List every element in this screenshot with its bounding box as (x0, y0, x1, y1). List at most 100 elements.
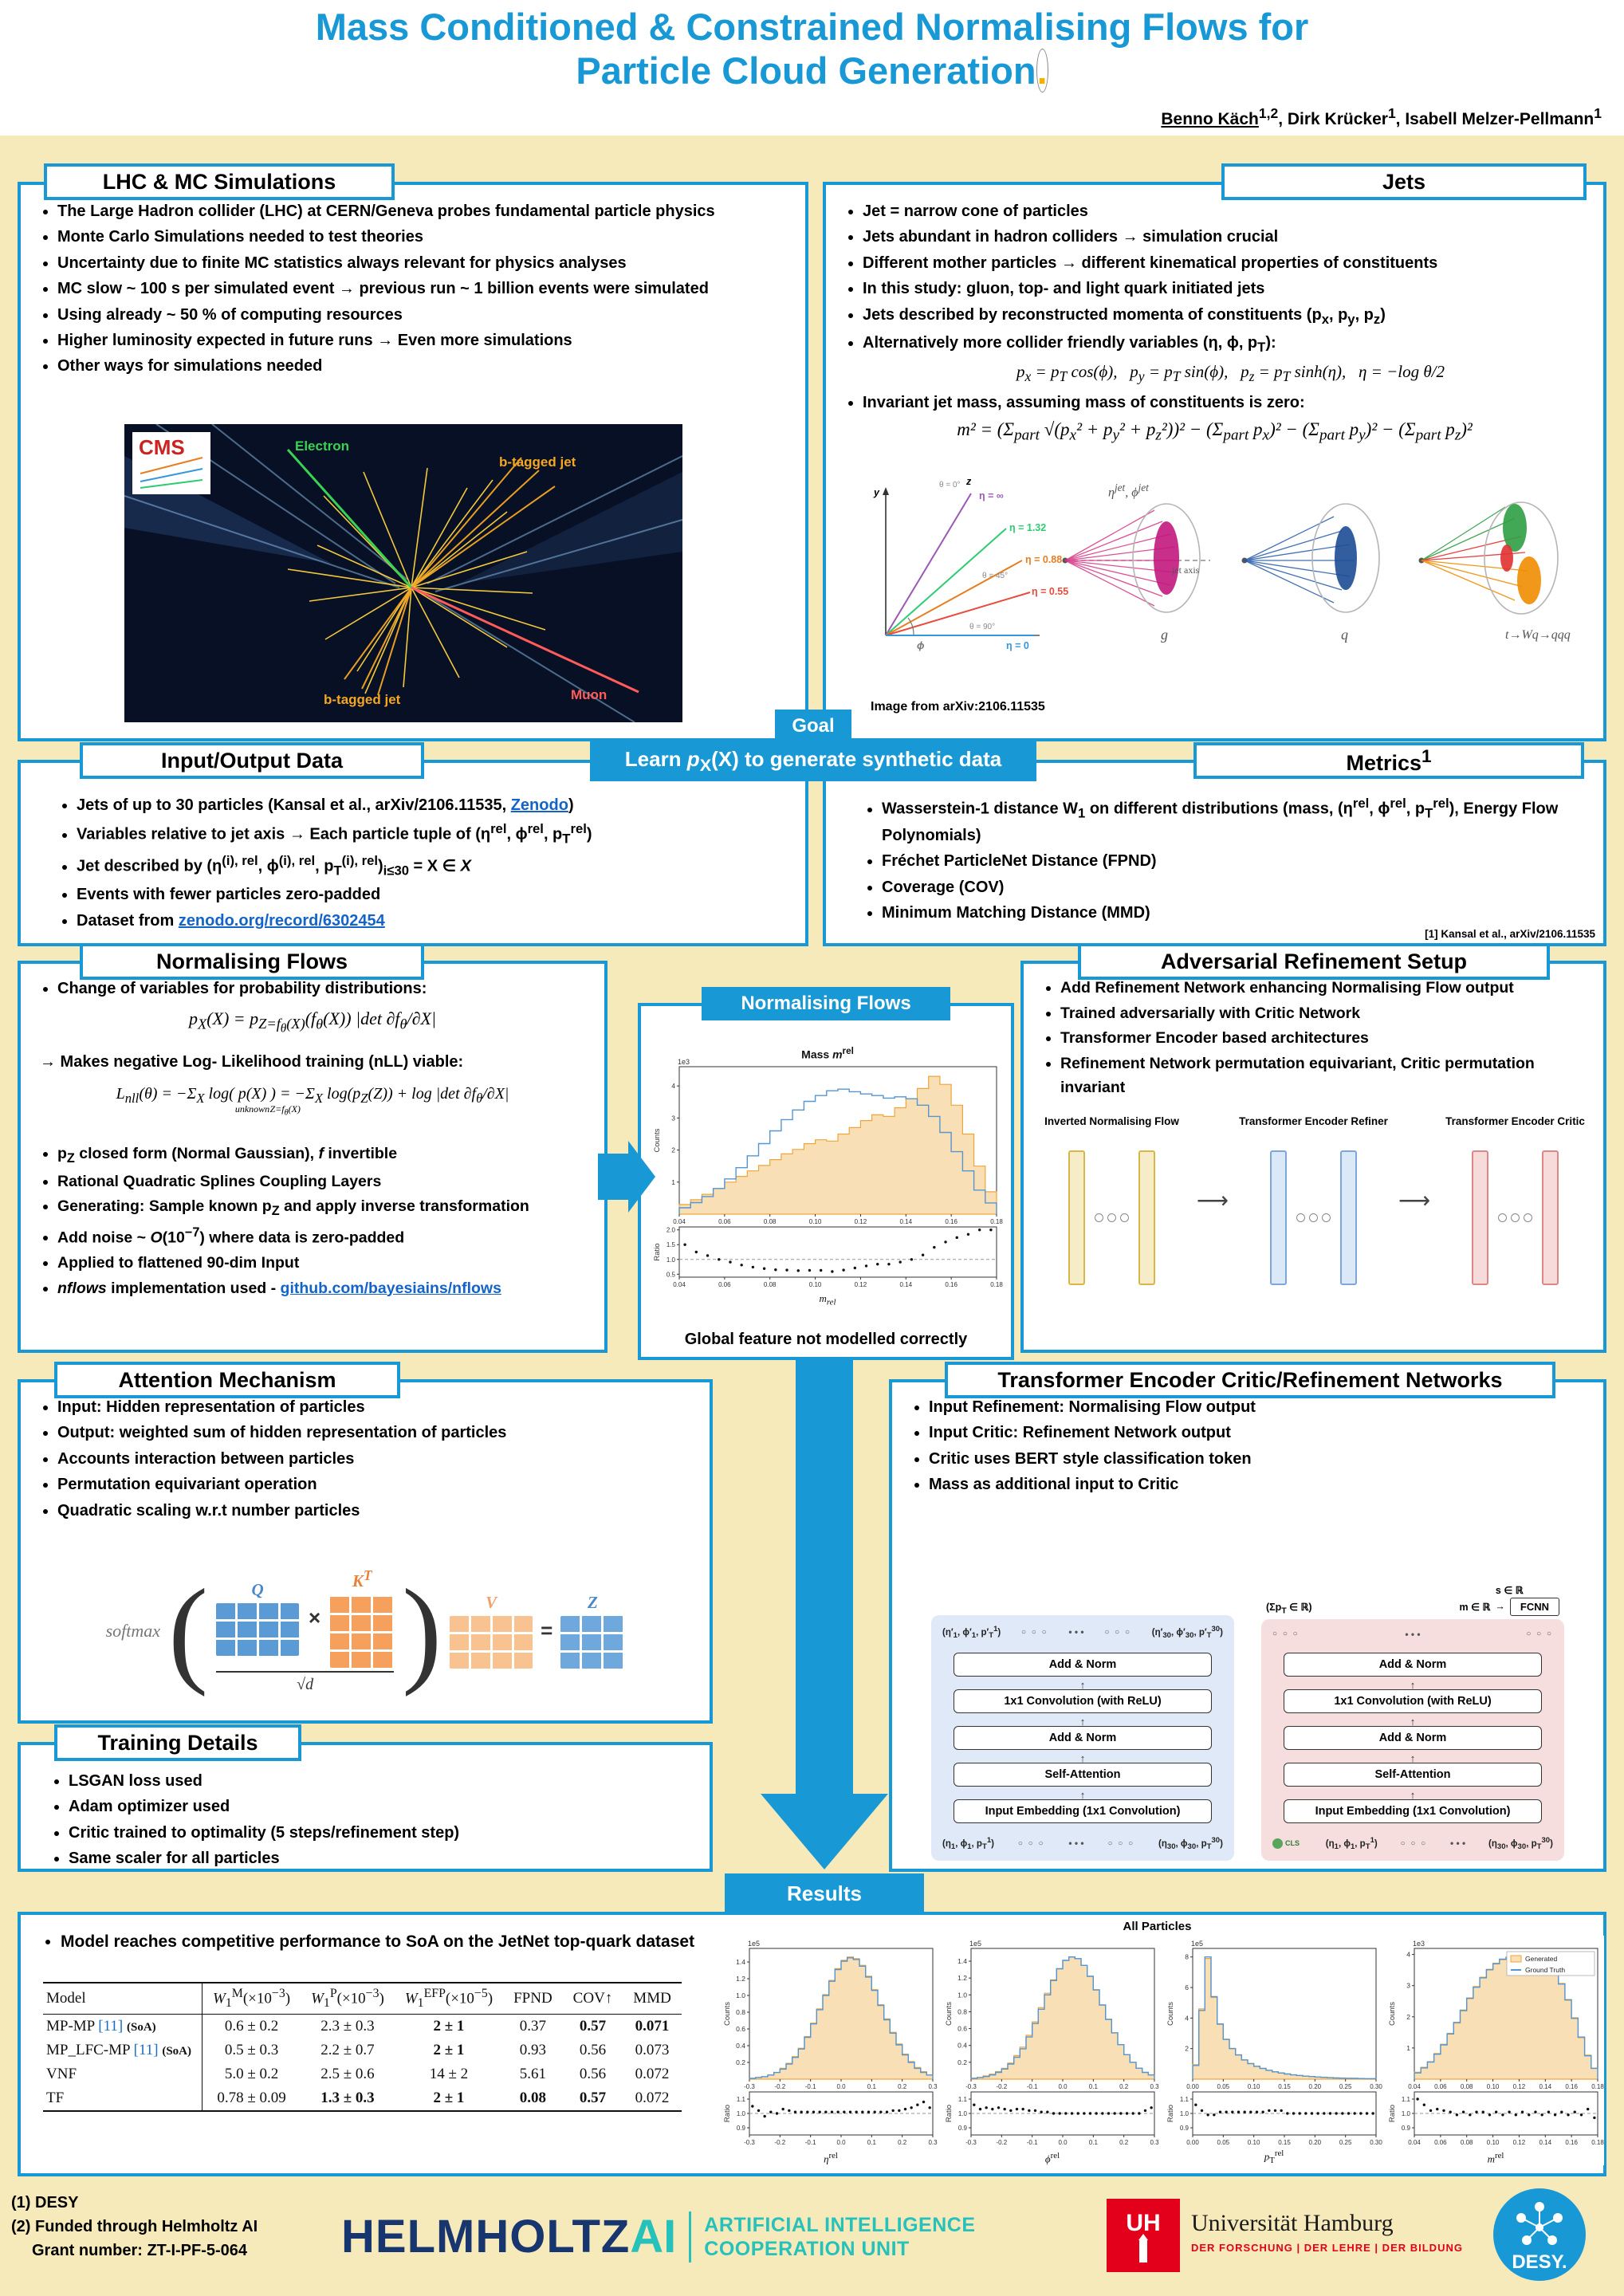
svg-text:Generated: Generated (1525, 1955, 1557, 1963)
bullet-item: In this study: gluon, top- and light qua… (863, 277, 1592, 301)
network-layer-block: Self-Attention (1284, 1762, 1542, 1787)
svg-text:1.0: 1.0 (736, 1991, 745, 1999)
zenodo-link[interactable]: Zenodo (510, 796, 568, 814)
svg-text:Counts: Counts (723, 2002, 732, 2026)
svg-text:0.2: 0.2 (957, 2058, 967, 2066)
bullet-item: Critic uses BERT style classification to… (929, 1447, 1595, 1471)
svg-text:0.2: 0.2 (898, 2083, 907, 2090)
nf-nll-line: → Makes negative Log- Likelihood trainin… (40, 1053, 464, 1071)
svg-text:-0.2: -0.2 (996, 2083, 1007, 2090)
bullet-item: Rational Quadratic Splines Coupling Laye… (57, 1170, 596, 1194)
theta-45-label: θ = 45° (982, 572, 1009, 580)
lhc-bullet-list: The Large Hadron collider (LHC) at CERN/… (33, 198, 791, 380)
table-row: MP-MP [11] (SoA) 0.6 ± 0.2 2.3 ± 0.3 2 ±… (43, 2014, 682, 2039)
refiner-layer-bar (1340, 1150, 1357, 1285)
svg-text:0.14: 0.14 (899, 1281, 912, 1288)
bullet-item: Alternatively more collider friendly var… (863, 331, 1592, 357)
transformer-networks-diagram: (η′1, ϕ′1, p′T1) ○ ○ ○ • • • ○ ○ ○ (η′30… (905, 1530, 1591, 1861)
svg-text:Ratio: Ratio (945, 2105, 954, 2122)
adv-bullet-list: Add Refinement Network enhancing Normali… (1036, 975, 1595, 1101)
svg-text:0.10: 0.10 (809, 1218, 822, 1225)
svg-text:1.0: 1.0 (958, 2110, 968, 2117)
svg-text:1.2: 1.2 (957, 1974, 967, 1982)
svg-text:0.16: 0.16 (945, 1281, 957, 1288)
bullet-item: Refinement Network permutation equivaria… (1060, 1052, 1595, 1099)
svg-text:0.8: 0.8 (736, 2008, 745, 2016)
results-table-body: MP-MP [11] (SoA) 0.6 ± 0.2 2.3 ± 0.3 2 ±… (43, 2014, 682, 2112)
svg-text:-0.2: -0.2 (996, 2139, 1007, 2146)
goal-label: Goal (775, 710, 851, 743)
bullet-item: Output: weighted sum of hidden represent… (57, 1421, 702, 1445)
svg-text:1.0: 1.0 (1180, 2110, 1189, 2117)
svg-text:1.0: 1.0 (667, 1256, 676, 1264)
bullet-item: Change of variables for probability dist… (57, 977, 595, 1001)
bullet-item: Generating: Sample known pZ and apply in… (57, 1195, 596, 1221)
svg-text:1.2: 1.2 (736, 1975, 745, 1983)
cls-token-icon (1272, 1838, 1283, 1849)
svg-text:1.0: 1.0 (957, 1991, 967, 1999)
critic-diagram: Transformer Encoder Critic (1440, 1115, 1591, 1285)
svg-text:0.04: 0.04 (673, 1218, 686, 1225)
bullet-item: Transformer Encoder based architectures (1060, 1027, 1595, 1051)
zenodo-dataset-link[interactable]: zenodo.org/record/6302454 (178, 911, 385, 930)
refiner-diagram: Transformer Encoder Refiner (1238, 1115, 1389, 1285)
funding-line: (1) DESY (11, 2194, 79, 2211)
ref-11-link[interactable]: [11] (133, 2042, 159, 2059)
top-decay-label: t→Wq→qqq (1505, 628, 1571, 642)
svg-text:2.0: 2.0 (667, 1227, 676, 1234)
nf-change-of-variables-formula: pX(X) = pZ=fθ(X)(fθ(X)) |det ∂fθ/∂X| (189, 1008, 436, 1036)
svg-text:0.12: 0.12 (855, 1281, 867, 1288)
svg-text:-0.1: -0.1 (1027, 2139, 1038, 2146)
flow-arrow-right-body (598, 1154, 628, 1200)
network-layer-block: Input Embedding (1x1 Convolution) (954, 1799, 1212, 1823)
funding-line: (2) Funded through Helmholtz AI (11, 2218, 258, 2235)
svg-text:0.0: 0.0 (836, 2083, 846, 2090)
svg-text:0.1: 0.1 (1089, 2139, 1099, 2146)
svg-text:0.10: 0.10 (809, 1281, 822, 1288)
bullet-item: Quadratic scaling w.r.t number particles (57, 1499, 702, 1523)
svg-text:0.04: 0.04 (1408, 2083, 1421, 2090)
svg-text:0.3: 0.3 (928, 2139, 938, 2146)
cms-event-display: CMS Electron b-tagged jet b-tagged jet M… (124, 424, 682, 722)
panel-training: LSGAN loss usedAdam optimizer usedCritic… (18, 1742, 713, 1872)
ref-11-link[interactable]: [11] (98, 2018, 124, 2035)
svg-text:Counts: Counts (1388, 2002, 1397, 2026)
bullet-item: Same scaler for all particles (69, 1846, 702, 1870)
svg-text:0.30: 0.30 (1370, 2083, 1382, 2090)
network-layer-block: Add & Norm (1284, 1652, 1542, 1677)
svg-text:0.9: 0.9 (958, 2125, 968, 2132)
jets-mass-bullet: Invariant jet mass, assuming mass of con… (839, 389, 1592, 416)
uhh-tagline: DER FORSCHUNG | DER LEHRE | DER BILDUNG (1191, 2242, 1463, 2254)
svg-text:0.08: 0.08 (764, 1218, 777, 1225)
svg-text:0.08: 0.08 (764, 1281, 777, 1288)
network-layer-block: 1x1 Convolution (with ReLU) (954, 1689, 1212, 1713)
bullet-item: Input Refinement: Normalising Flow outpu… (929, 1395, 1595, 1419)
bullet-item: Add noise ~ O(10−7) where data is zero-p… (57, 1223, 596, 1250)
svg-text:0.2: 0.2 (1119, 2083, 1129, 2090)
bullet-item: Higher luminosity expected in future run… (57, 328, 791, 352)
svg-text:0.16: 0.16 (1565, 2083, 1578, 2090)
train-bullet-list: LSGAN loss usedAdam optimizer usedCritic… (45, 1767, 702, 1873)
nf-bullet-list: pZ closed form (Normal Gaussian), f inve… (33, 1141, 596, 1302)
train-panel-header: Training Details (54, 1724, 301, 1761)
inverted-nf-diagram: Inverted Normalising Flow (1036, 1115, 1187, 1285)
svg-text:-0.1: -0.1 (805, 2139, 816, 2146)
svg-text:1.1: 1.1 (1180, 2096, 1189, 2103)
nf-chart-caption: Global feature not modelled correctly (684, 1331, 968, 1348)
nflows-github-link[interactable]: github.com/bayesiains/nflows (280, 1279, 501, 1297)
flow-arrow-right-icon (628, 1141, 655, 1213)
theta-90-label: θ = 90° (969, 623, 996, 631)
svg-text:-0.1: -0.1 (1027, 2083, 1038, 2090)
svg-text:0.12: 0.12 (1513, 2083, 1526, 2090)
key-matrix-label: KT (352, 1567, 372, 1590)
svg-text:0.5: 0.5 (667, 1271, 676, 1278)
results-bullet: Model reaches competitive performance to… (37, 1928, 706, 1956)
score-output-label: s ∈ ℝ (1495, 1584, 1524, 1596)
results-suptitle: All Particles (1123, 1920, 1192, 1933)
axis-phi-label: ϕ (917, 640, 925, 651)
momenta-formula: px = pT cos(ϕ), py = pT sin(ϕ), pz = pT … (1016, 362, 1445, 385)
network-layer-block: Add & Norm (954, 1725, 1212, 1750)
